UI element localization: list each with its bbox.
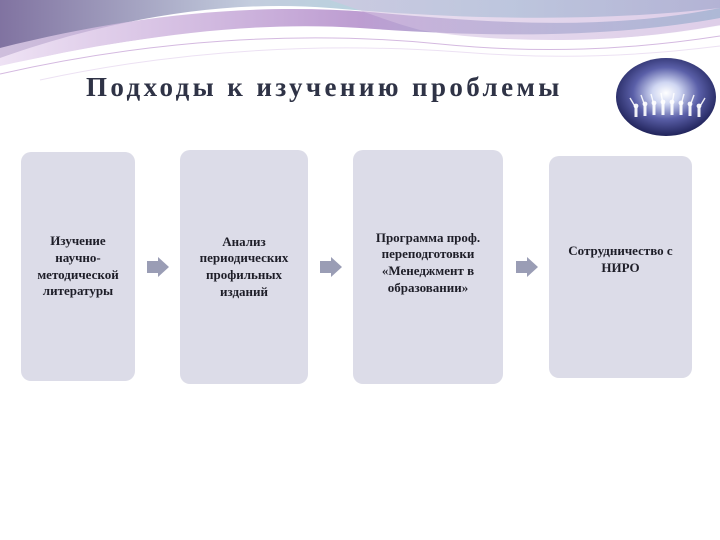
chevron-arrow-icon <box>147 257 169 277</box>
step-label: Сотрудничество с НИРО <box>568 243 673 275</box>
step-box-periodicals: Анализ периодических профильных изданий <box>180 150 308 384</box>
step-box-retraining-program: Программа проф. переподготовки «Менеджме… <box>353 150 503 384</box>
chevron-arrow-icon <box>516 257 538 277</box>
globe-people-logo <box>616 58 716 136</box>
chevron-arrow-icon <box>320 257 342 277</box>
slide-title: Подходы к изучению проблемы <box>86 72 563 102</box>
header-banner-decoration <box>0 0 720 81</box>
step-box-literature: Изучение научно-методической литературы <box>21 152 135 381</box>
step-label: Программа проф. переподготовки «Менеджме… <box>375 229 481 295</box>
step-label: Анализ периодических профильных изданий <box>199 233 289 299</box>
step-box-niro-cooperation: Сотрудничество с НИРО <box>549 156 692 378</box>
step-label: Изучение научно-методической литературы <box>37 233 119 299</box>
